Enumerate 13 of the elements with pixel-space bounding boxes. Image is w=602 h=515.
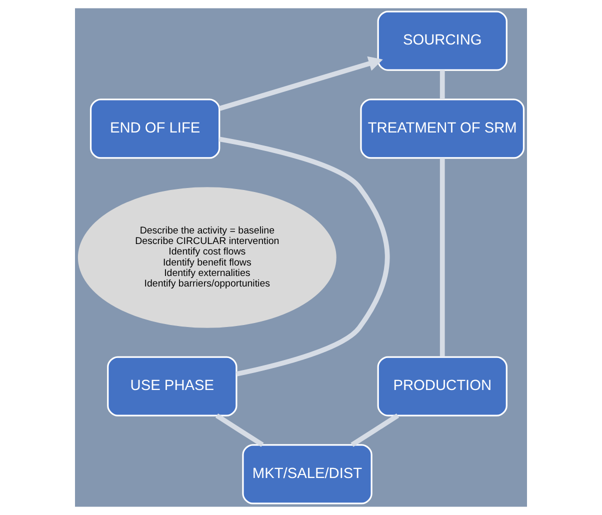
node-box: TREATMENT OF SRM [360,98,525,159]
node-ellipse: Describe the activity = baseline Describe CIRCULAR intervention Identify cost flows Identify benefit flows Identify externalities Identify barriers/opportunities [78,187,336,328]
node-box: MKT/SALE/DIST [242,444,372,504]
node-box: SOURCING [377,10,508,71]
connector [440,70,445,100]
node-box: PRODUCTION [377,356,508,416]
connector [218,136,390,376]
connector [215,414,264,447]
arrow [218,56,383,111]
connector [440,158,445,357]
node-box: END OF LIFE [90,98,220,159]
node-box: USE PHASE [107,356,238,416]
connector [350,414,400,447]
